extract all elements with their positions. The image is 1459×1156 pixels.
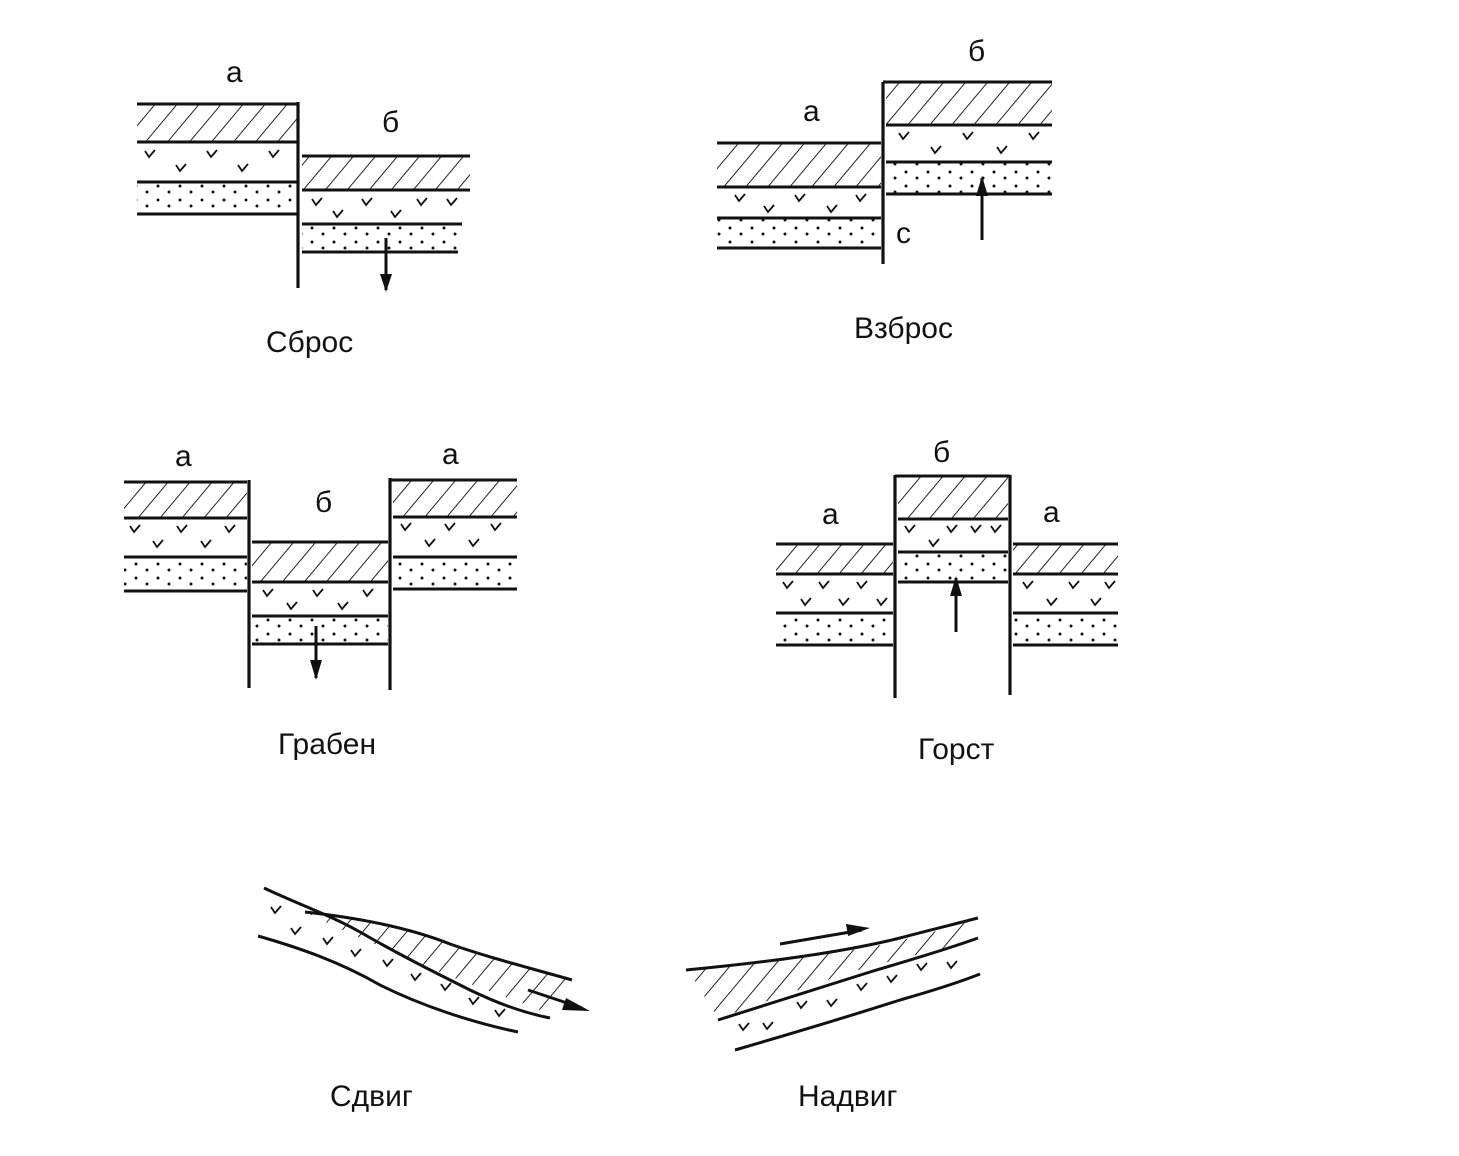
normal-fault-title: Сброс [266, 326, 353, 359]
v-marks-right [311, 197, 458, 218]
label-b: б [315, 486, 332, 519]
right-arrow-icon [527, 988, 590, 1011]
up-arrow-icon [976, 176, 988, 240]
label-b: б [968, 35, 985, 68]
label-a: а [803, 95, 820, 128]
label-a-left: а [175, 440, 192, 473]
v-marks-left [144, 149, 280, 172]
up-arrow-icon [950, 576, 962, 632]
strike-slip-title: Сдвиг [330, 1080, 413, 1113]
label-a-left: а [822, 498, 839, 531]
label-b: б [933, 436, 950, 469]
horst-title: Горст [918, 733, 995, 766]
label-a-right: а [1043, 496, 1060, 529]
label-a: а [226, 56, 243, 89]
right-arrow-icon [779, 924, 870, 946]
horst-block: б а а Горст [776, 436, 1118, 766]
reverse-fault-title: Взброс [854, 312, 953, 345]
normal-fault-block: а б Сброс [137, 56, 470, 359]
graben-title: Грабен [278, 728, 376, 761]
label-a-right: а [442, 438, 459, 471]
down-arrow-icon [380, 238, 392, 292]
graben-block: а б а Грабен [124, 438, 517, 761]
down-arrow-icon [310, 626, 322, 680]
thrust-title: Надвиг [798, 1080, 898, 1113]
label-c: с [896, 217, 911, 250]
reverse-fault-block: а б с Взброс [717, 35, 1052, 345]
label-b: б [382, 106, 399, 139]
strike-slip-block: Сдвиг [257, 886, 590, 1113]
thrust-block: Надвиг [685, 916, 981, 1113]
